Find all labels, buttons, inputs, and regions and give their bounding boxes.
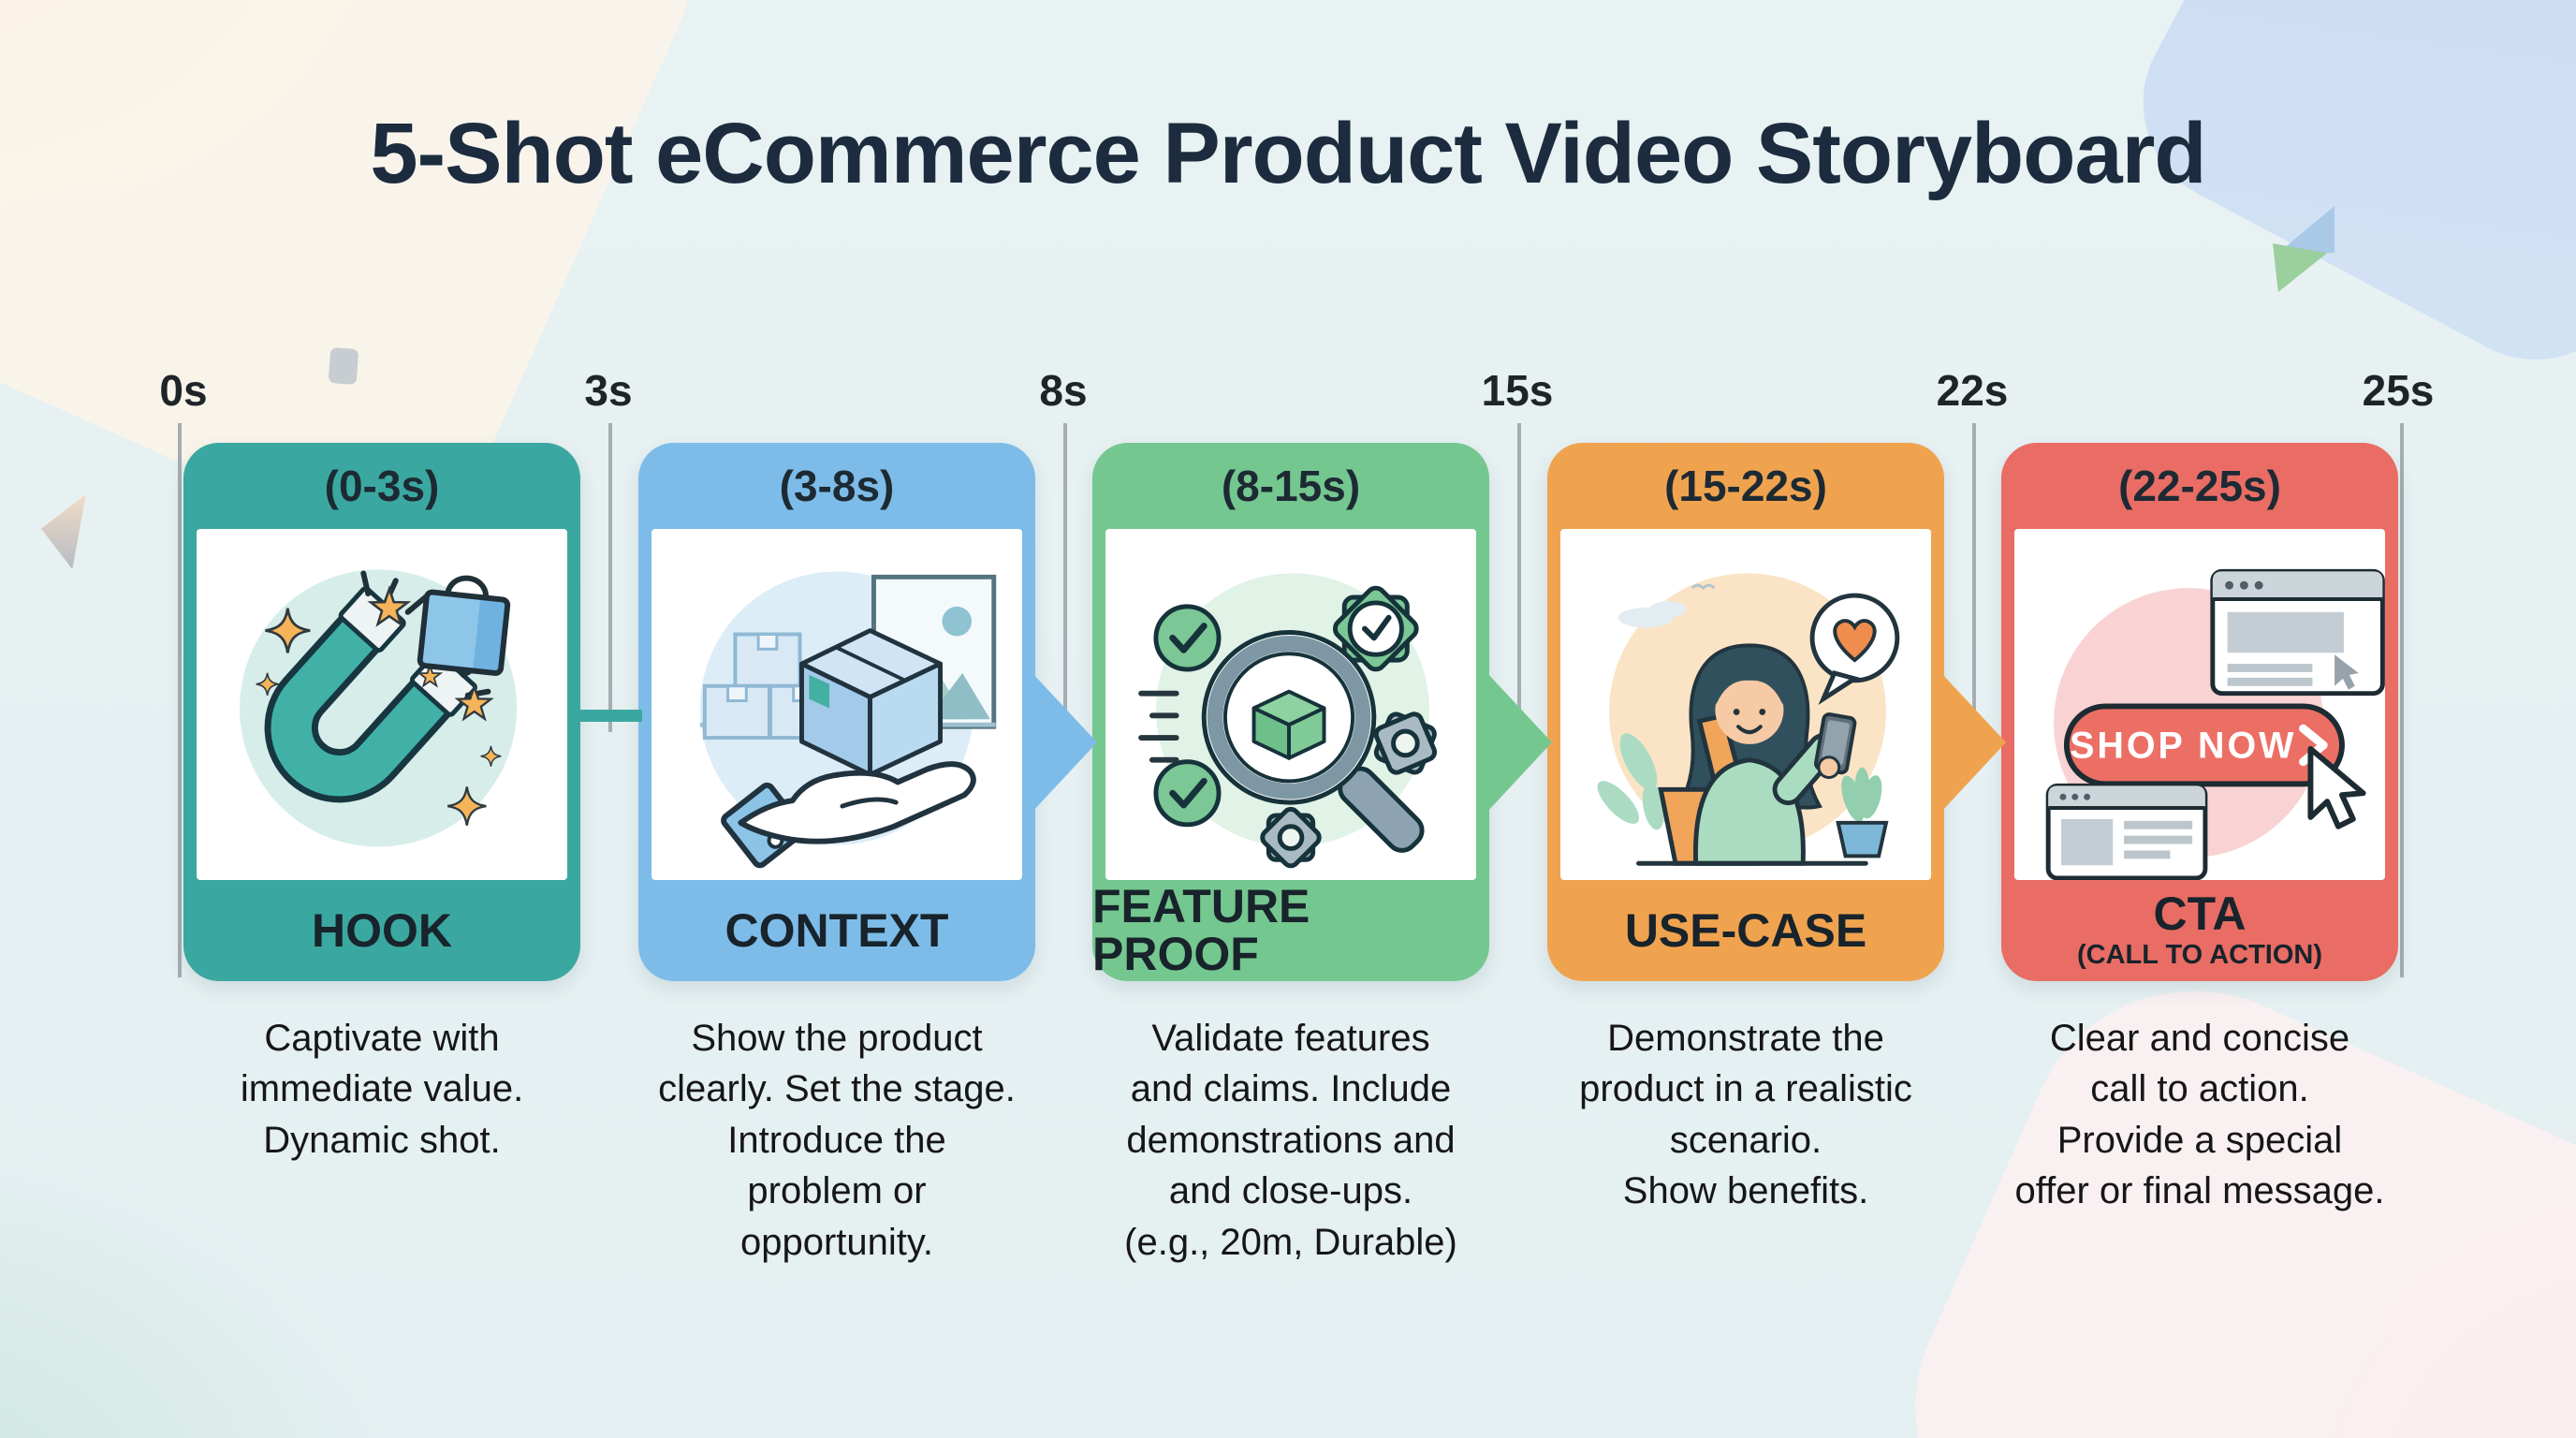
card-feature-proof-time-range: (8-15s) xyxy=(1221,462,1361,510)
left-triangle-decoration xyxy=(41,494,86,569)
card-cta-time-range: (22-25s) xyxy=(2118,462,2281,510)
card-use-case-illustration xyxy=(1560,529,1931,880)
card-cta-illustration: SHOP NOW xyxy=(2014,529,2385,880)
description-hook: Captivate with immediate value. Dynamic … xyxy=(240,1018,524,1161)
magnet-attraction-icon xyxy=(240,569,518,847)
card-feature-proof-illustration xyxy=(1105,529,1476,880)
magnifier-inspection-icon xyxy=(1138,573,1438,869)
card-hook: (0-3s) xyxy=(183,443,580,981)
timeline-marker-3s: 3s xyxy=(584,366,633,415)
hand-presenting-product-icon xyxy=(699,571,997,869)
page-title: 5-Shot eCommerce Product Video Storyboar… xyxy=(370,106,2206,201)
customer-with-phone-icon xyxy=(1597,573,1900,866)
card-cta: (22-25s) SHOP NOW xyxy=(2001,443,2398,981)
blue-triangle-decoration xyxy=(2278,206,2334,253)
timeline-marker-8s: 8s xyxy=(1039,366,1088,415)
timeline-tick-3s xyxy=(608,423,612,732)
timeline-tick-22s xyxy=(1972,423,1976,732)
arrow-featureproof-usecase-icon xyxy=(1486,672,1552,813)
card-hook-label: HOOK xyxy=(312,903,452,957)
arrow-usecase-cta-icon xyxy=(1940,672,2006,813)
card-feature-proof-label: FEATURE PROOF xyxy=(1092,880,1310,980)
timeline-marker-0s: 0s xyxy=(159,366,208,415)
card-context-label: CONTEXT xyxy=(724,903,949,957)
card-use-case-label: USE-CASE xyxy=(1624,903,1867,957)
timeline-tick-25s xyxy=(2400,423,2404,977)
card-context-illustration xyxy=(651,529,1022,880)
small-square-decoration xyxy=(328,346,359,386)
card-use-case-time-range: (15-22s) xyxy=(1664,462,1827,510)
shop-now-button-label: SHOP NOW xyxy=(2070,726,2296,767)
timeline-marker-15s: 15s xyxy=(1481,366,1554,415)
card-context-time-range: (3-8s) xyxy=(779,462,895,510)
description-context: Show the product clearly. Set the stage.… xyxy=(658,1018,1016,1263)
description-cta: Clear and concise call to action. Provid… xyxy=(2014,1018,2385,1212)
shop-now-browser-icon: SHOP NOW xyxy=(2045,568,2385,880)
card-use-case: (15-22s) xyxy=(1547,443,1944,981)
timeline-tick-0s xyxy=(178,423,182,977)
card-hook-time-range: (0-3s) xyxy=(324,462,440,510)
timeline-marker-22s: 22s xyxy=(1936,366,2009,415)
arrow-context-featureproof-icon xyxy=(1032,672,1097,813)
connector-hook-context xyxy=(577,710,642,722)
card-context: (3-8s) xyxy=(638,443,1035,981)
card-cta-label: CTA (CALL TO ACTION) xyxy=(2076,888,2323,971)
twin-triangle-decoration xyxy=(2273,206,2334,292)
timeline-marker-25s: 25s xyxy=(2362,366,2435,415)
card-hook-illustration xyxy=(197,529,567,880)
card-feature-proof: (8-15s) xyxy=(1092,443,1489,981)
description-use-case: Demonstrate the product in a realistic s… xyxy=(1579,1018,1912,1212)
timeline-tick-8s xyxy=(1063,423,1067,732)
timeline-tick-15s xyxy=(1517,423,1521,732)
description-feature-proof: Validate features and claims. Include de… xyxy=(1124,1018,1457,1263)
